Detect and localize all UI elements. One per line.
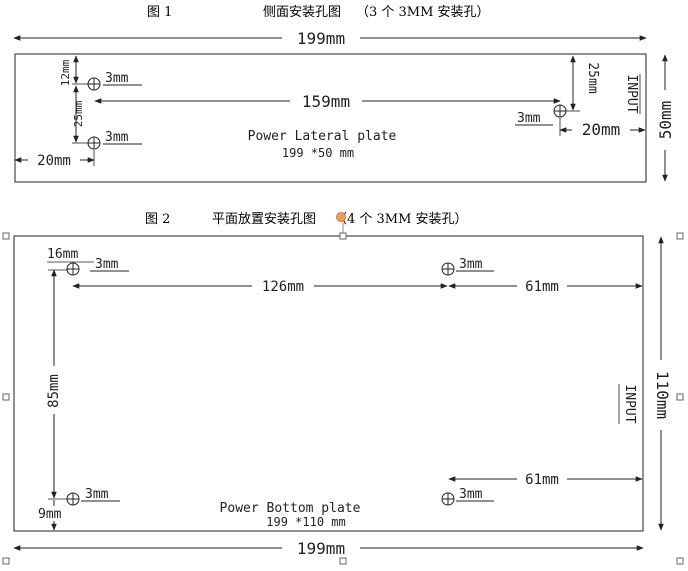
rotate-handle[interactable] (336, 212, 346, 222)
mounting-hole (66, 492, 80, 506)
dimension-126mm: 126mm (262, 279, 304, 295)
figure-1-note: （3 个 3MM 安装孔） (356, 5, 490, 20)
resize-handle-b[interactable] (339, 557, 347, 565)
dimension-61mm-top: 61mm (525, 279, 559, 295)
mounting-hole (66, 262, 80, 276)
dimension-61mm-bottom: 61mm (525, 472, 559, 488)
hole-label: 3mm (105, 130, 129, 145)
dimension-20mm-right: 20mm (582, 120, 621, 139)
dimension-25mm-left: 25mm (72, 100, 85, 127)
hole-label: 3mm (95, 257, 119, 272)
mounting-hole (441, 262, 455, 276)
height-dimension-label: 110mm (653, 371, 672, 419)
resize-handle-br[interactable] (676, 557, 684, 565)
dimension-159mm: 159mm (302, 92, 350, 111)
hole-label: 3mm (459, 257, 483, 272)
dimension-16mm: 16mm (47, 247, 78, 262)
height-label-bg (656, 90, 674, 150)
bottom-plate-outline (13, 235, 644, 532)
lateral-plate-outline (14, 53, 647, 183)
hole-label: 3mm (517, 111, 541, 126)
plate-name: Power Bottom plate (220, 501, 361, 516)
plate-size: 199 *110 mm (266, 515, 345, 529)
mounting-hole (553, 104, 567, 118)
mounting-hole (87, 136, 101, 150)
dimension-20mm-left: 20mm (37, 153, 71, 169)
plate-size: 199 *50 mm (282, 146, 354, 160)
mounting-hole (441, 492, 455, 506)
hole-label: 3mm (459, 487, 483, 502)
plate-name: Power Lateral plate (248, 129, 397, 144)
figure-1-title: 侧面安装孔图 (263, 5, 341, 20)
resize-handle-r[interactable] (676, 393, 684, 401)
figure-1-number: 图 1 (147, 5, 172, 20)
dimension-25mm-right: 25mm (585, 62, 600, 93)
figure-1: 图 1 侧面安装孔图 （3 个 3MM 安装孔） 199mm 50mm (13, 5, 675, 183)
dimension-85mm: 85mm (46, 374, 62, 408)
figure-2: 图 2 平面放置安装孔图 （4 个 3MM 安装孔） 110mm 199mm (2, 212, 684, 565)
resize-handle-t[interactable] (339, 232, 347, 240)
width-dimension-label: 199mm (297, 539, 345, 558)
hole-label: 3mm (105, 71, 129, 86)
dimension-9mm: 9mm (38, 507, 62, 522)
dimension-12mm: 12mm (59, 59, 72, 86)
input-label: INPUT (624, 74, 639, 113)
mounting-hole (87, 77, 101, 91)
figure-2-title: 平面放置安装孔图 (212, 212, 316, 227)
resize-handle-bl[interactable] (2, 557, 10, 565)
hole-label: 3mm (85, 487, 109, 502)
figure-2-number: 图 2 (145, 212, 170, 227)
width-dimension-label: 199mm (297, 29, 345, 48)
width-label-bg (282, 29, 360, 47)
input-label: INPUT (622, 384, 637, 423)
figure-2-note: （4 个 3MM 安装孔） (334, 212, 468, 227)
resize-handle-tl[interactable] (2, 232, 10, 240)
resize-handle-l[interactable] (2, 393, 10, 401)
height-dimension-label: 50mm (656, 101, 675, 140)
resize-handle-tr[interactable] (676, 232, 684, 240)
